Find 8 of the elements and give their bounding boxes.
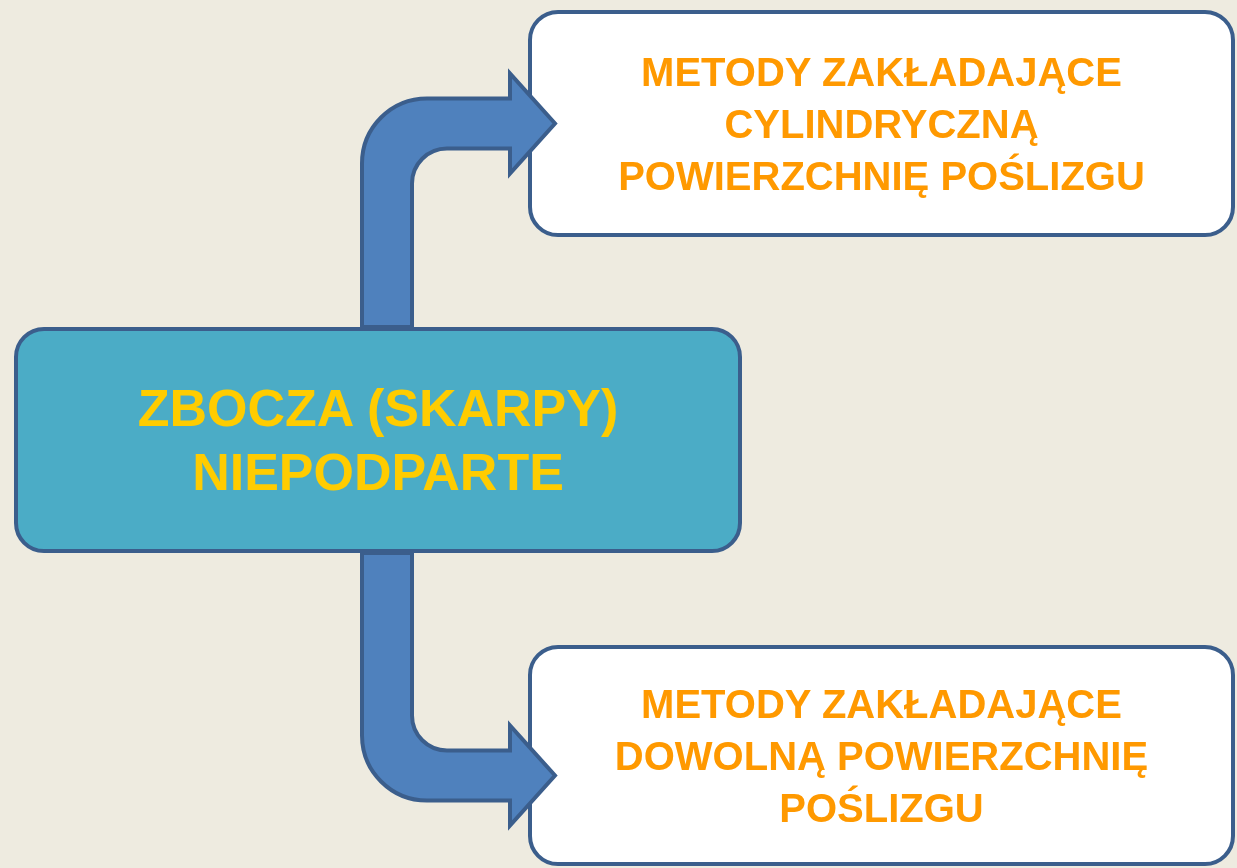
method-box	[528, 10, 1235, 237]
topic-box	[14, 327, 742, 553]
method-text: METODY ZAKŁADAJĄCE CYLINDRYCZNĄ POWIERZCHNIĘ POŚLIZGU	[617, 48, 1146, 200]
bent-arrow	[360, 551, 557, 828]
bent-arrow	[360, 71, 557, 329]
method-text: METODY ZAKŁADAJĄCE DOWOLNĄ POWIERZCHNIĘ POŚLIZGU	[613, 680, 1150, 832]
method-box	[528, 645, 1235, 866]
topic-text: ZBOCZA (SKARPY) NIEPODPARTE	[136, 378, 620, 503]
